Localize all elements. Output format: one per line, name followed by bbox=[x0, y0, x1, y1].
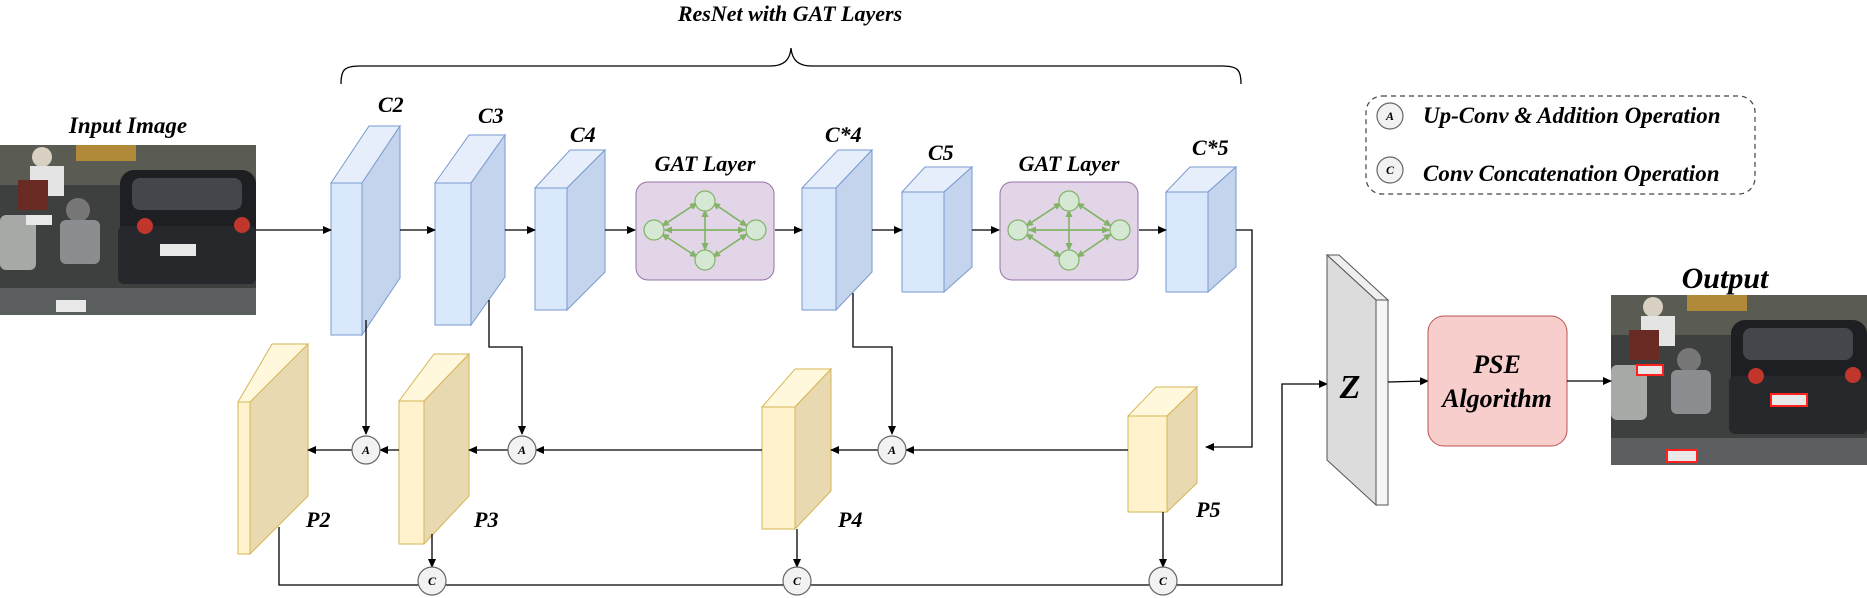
svg-text:A: A bbox=[361, 443, 370, 457]
label-c5: C5 bbox=[928, 140, 954, 165]
block-c5star bbox=[1164, 165, 1238, 294]
block-c3 bbox=[434, 133, 506, 327]
svg-text:C: C bbox=[1386, 163, 1395, 177]
block-p5 bbox=[1126, 385, 1199, 514]
concat-op-3: C bbox=[1148, 566, 1178, 596]
concat-op-1: C bbox=[417, 566, 447, 596]
block-p2 bbox=[237, 342, 309, 556]
z-to-pse-arrow bbox=[1387, 377, 1429, 386]
output-label: Output bbox=[1682, 262, 1770, 295]
z-label: Z bbox=[1339, 369, 1361, 406]
title-brace bbox=[340, 47, 1242, 85]
pse-label-line1: PSE bbox=[1472, 350, 1521, 379]
svg-text:A: A bbox=[517, 443, 526, 457]
gat-layer-2-label: GAT Layer bbox=[1019, 151, 1120, 176]
legend-add-symbol: A bbox=[1376, 102, 1404, 130]
block-c5 bbox=[900, 165, 974, 294]
add-op-3: A bbox=[877, 435, 907, 465]
svg-text:C: C bbox=[428, 574, 437, 588]
add-op-1: A bbox=[351, 435, 381, 465]
label-c4star: C*4 bbox=[825, 122, 862, 147]
label-p3: P3 bbox=[473, 507, 498, 532]
z-block bbox=[1325, 253, 1390, 507]
block-p3 bbox=[398, 352, 471, 546]
legend-box bbox=[1365, 95, 1756, 195]
add-op-2: A bbox=[507, 435, 537, 465]
concat-op-2: C bbox=[782, 566, 812, 596]
gat-layer-2 bbox=[1000, 182, 1138, 280]
svg-text:A: A bbox=[1385, 109, 1394, 123]
block-c2 bbox=[330, 124, 401, 337]
lateral-connections bbox=[362, 229, 1253, 451]
output-image bbox=[1611, 295, 1867, 465]
label-c4: C4 bbox=[570, 122, 596, 147]
svg-text:C: C bbox=[1159, 574, 1168, 588]
input-image bbox=[0, 145, 256, 315]
pse-algorithm-box bbox=[1427, 315, 1568, 447]
block-p4 bbox=[760, 367, 833, 531]
pse-label-line2: Algorithm bbox=[1440, 384, 1552, 413]
label-c5star: C*5 bbox=[1192, 135, 1229, 160]
legend-add-text: Up-Conv & Addition Operation bbox=[1423, 103, 1721, 128]
label-p5: P5 bbox=[1195, 497, 1220, 522]
label-c3: C3 bbox=[478, 103, 504, 128]
block-c4star bbox=[800, 148, 874, 312]
gat-layer-1 bbox=[636, 182, 774, 280]
input-image-label: Input Image bbox=[68, 113, 187, 138]
label-c2: C2 bbox=[378, 92, 404, 117]
diagram-title: ResNet with GAT Layers bbox=[677, 1, 902, 26]
gat-layer-1-label: GAT Layer bbox=[655, 151, 756, 176]
label-p4: P4 bbox=[837, 507, 862, 532]
svg-text:A: A bbox=[887, 443, 896, 457]
svg-text:C: C bbox=[793, 574, 802, 588]
block-c4 bbox=[533, 148, 607, 312]
label-p2: P2 bbox=[305, 507, 330, 532]
legend-concat-text: Conv Concatenation Operation bbox=[1423, 161, 1719, 186]
legend-concat-symbol: C bbox=[1376, 156, 1404, 184]
concat-path bbox=[278, 380, 1328, 586]
